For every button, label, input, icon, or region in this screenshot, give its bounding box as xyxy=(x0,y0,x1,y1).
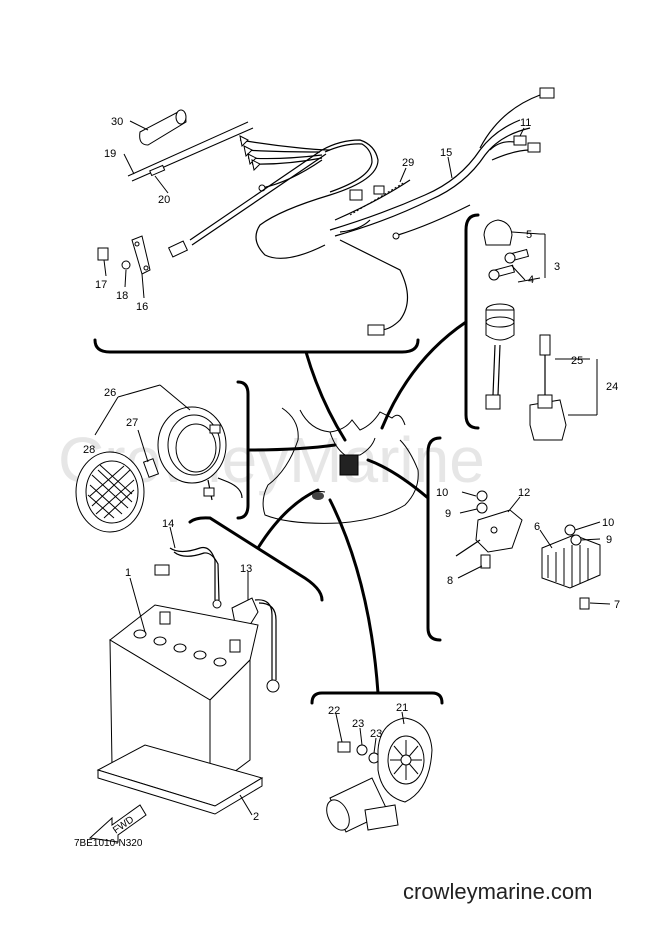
right-mid-group-bracket xyxy=(426,436,442,642)
callout-10-left: 10 xyxy=(436,487,448,499)
callout-5: 5 xyxy=(526,229,532,241)
callout-1: 1 xyxy=(125,567,131,579)
headlight-group xyxy=(75,406,243,533)
washer xyxy=(121,260,131,270)
leader-top xyxy=(304,350,347,442)
leader-headlight xyxy=(246,443,337,452)
site-url: crowleymarine.com xyxy=(403,879,593,904)
callout-12: 12 xyxy=(518,487,530,499)
leader-right-mid xyxy=(366,458,430,500)
motor-bolt xyxy=(337,741,351,753)
callout-7: 7 xyxy=(614,599,620,611)
callout-23-a: 23 xyxy=(352,718,364,730)
leader-right-top xyxy=(380,320,468,430)
callout-20: 20 xyxy=(158,194,170,206)
callouts: 30 19 20 17 18 16 29 15 11 5 3 4 25 24 2… xyxy=(83,116,620,823)
battery-group-bracket xyxy=(188,516,324,602)
battery-side xyxy=(209,658,251,791)
wire-harness xyxy=(97,87,555,336)
callout-14: 14 xyxy=(162,518,174,530)
callout-28: 28 xyxy=(83,444,95,456)
bolt xyxy=(97,247,109,261)
motor-group-bracket xyxy=(310,691,444,705)
callout-18: 18 xyxy=(116,290,128,302)
callout-9-right: 9 xyxy=(606,534,612,546)
callout-19: 19 xyxy=(104,148,116,160)
callout-11: 11 xyxy=(520,117,531,129)
leader-battery xyxy=(256,488,320,550)
callout-24: 24 xyxy=(606,381,618,393)
callout-3: 3 xyxy=(554,261,560,273)
hull-outline xyxy=(262,407,419,524)
rectifier-group xyxy=(455,490,601,610)
callout-2: 2 xyxy=(253,811,259,823)
callout-25: 25 xyxy=(571,355,583,367)
callout-22: 22 xyxy=(328,705,340,717)
callout-30: 30 xyxy=(111,116,123,128)
diagram-code: 7BE1010-N320 xyxy=(74,838,143,849)
battery-group: FWD xyxy=(88,546,280,843)
callout-6: 6 xyxy=(534,521,540,533)
protector-tube xyxy=(139,109,187,146)
callout-4: 4 xyxy=(528,274,534,286)
top-group-bracket xyxy=(93,338,420,354)
callout-21: 21 xyxy=(396,702,408,714)
trim-motor-group xyxy=(326,717,433,833)
callout-8: 8 xyxy=(447,575,453,587)
callout-9-left: 9 xyxy=(445,508,451,520)
callout-10-right: 10 xyxy=(602,517,614,529)
fwd-arrow-icon: FWD xyxy=(88,804,147,843)
callout-23-b: 23 xyxy=(370,728,382,740)
leader-motor xyxy=(328,498,380,695)
main-switch-group xyxy=(483,219,567,441)
cable-tie xyxy=(127,121,249,177)
callout-16: 16 xyxy=(136,301,148,313)
callout-13: 13 xyxy=(240,563,252,575)
leader-lines xyxy=(94,120,611,816)
callout-15: 15 xyxy=(440,147,452,159)
callout-27: 27 xyxy=(126,417,138,429)
callout-26: 26 xyxy=(104,387,116,399)
right-top-group-bracket xyxy=(464,213,480,430)
callout-17: 17 xyxy=(95,279,107,291)
callout-29: 29 xyxy=(402,157,414,169)
